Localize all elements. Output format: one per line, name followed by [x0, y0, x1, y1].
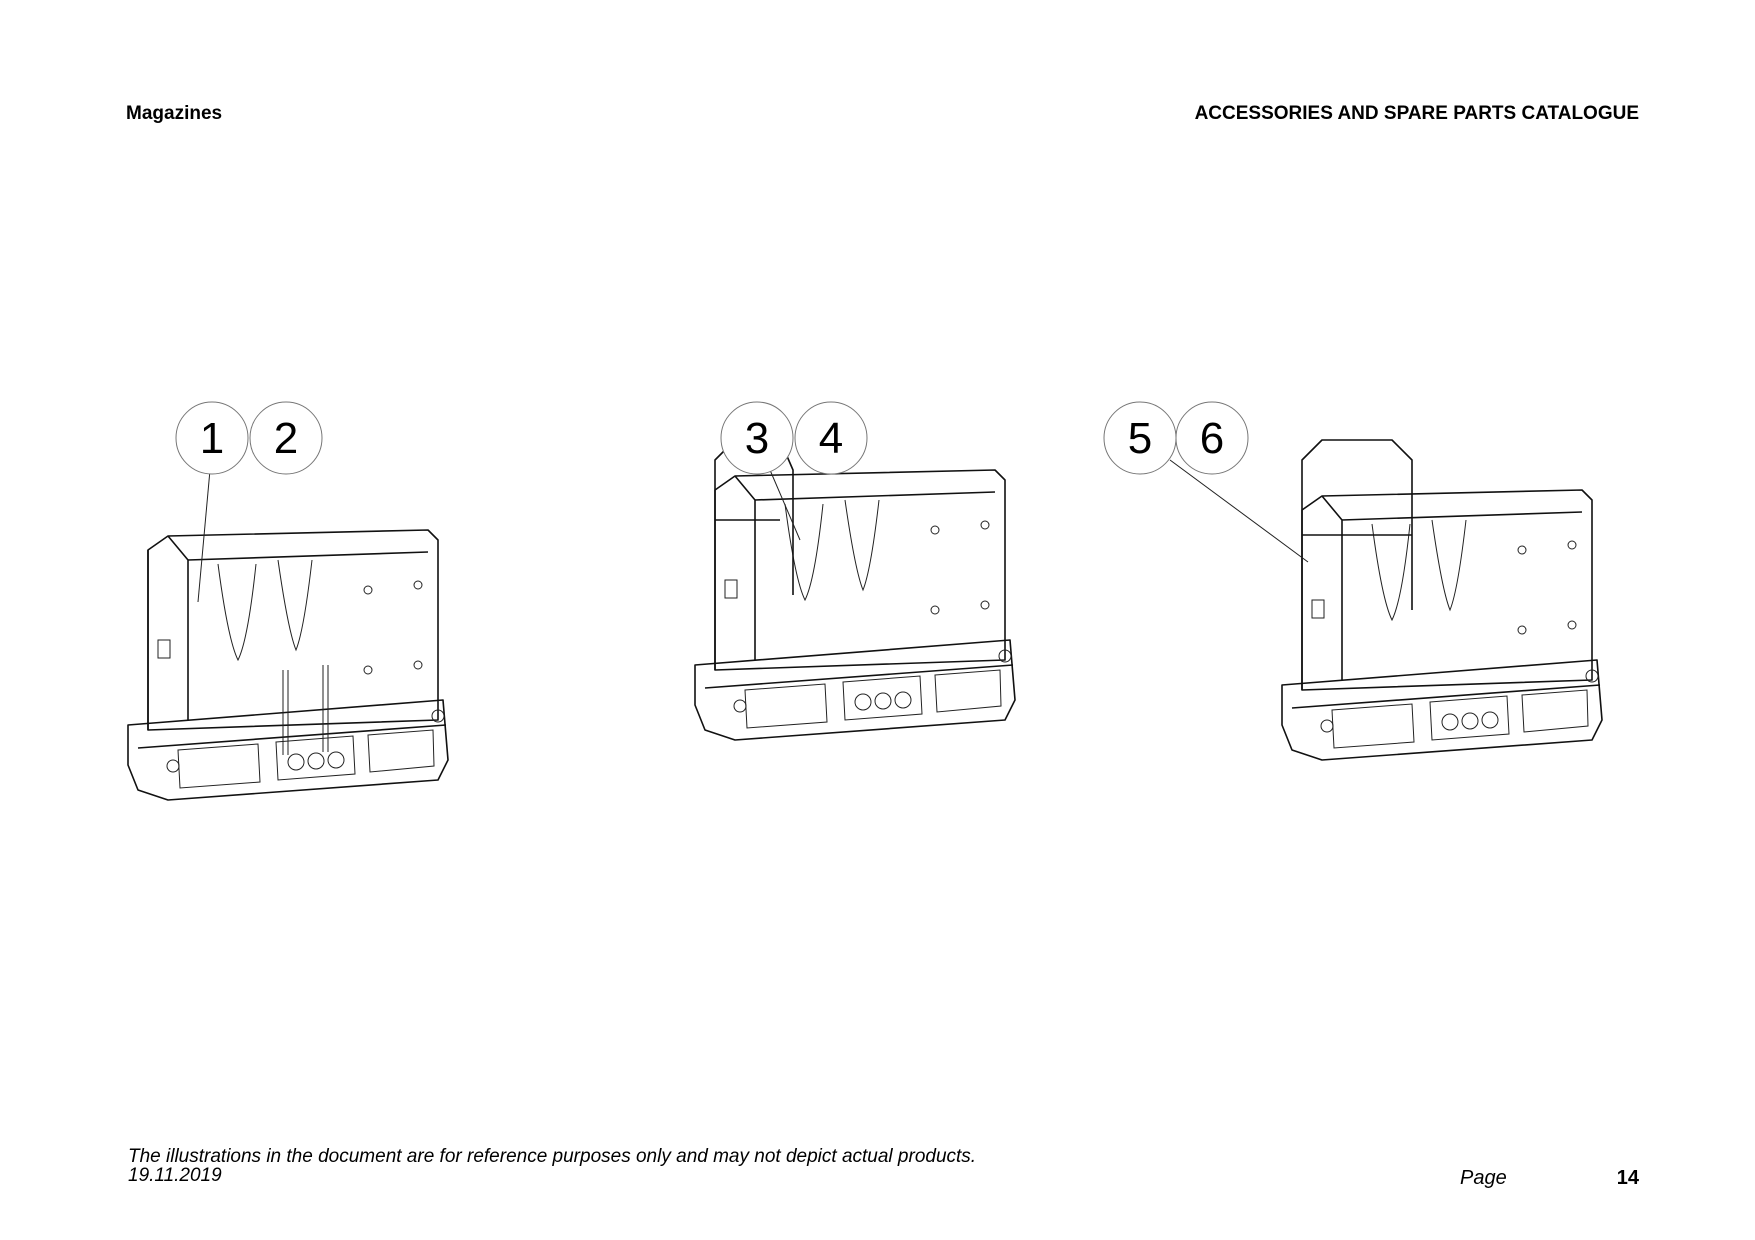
- callout-4: 4: [794, 401, 868, 475]
- callout-number: 5: [1128, 414, 1152, 463]
- callout-6: 6: [1175, 401, 1249, 475]
- callout-5: 5: [1103, 401, 1177, 475]
- callout-number: 3: [745, 414, 769, 463]
- callout-number: 6: [1200, 414, 1224, 463]
- date-text: 19.11.2019: [128, 1165, 222, 1186]
- catalogue-title: ACCESSORIES AND SPARE PARTS CATALOGUE: [1194, 103, 1639, 124]
- magazine-figure-3: [1281, 439, 1603, 761]
- page-label: Page: [1460, 1167, 1507, 1189]
- callout-1: 1: [175, 401, 249, 475]
- section-title: Magazines: [126, 103, 223, 124]
- callout-number: 2: [274, 414, 298, 463]
- page-number: 14: [1616, 1167, 1639, 1189]
- disclaimer-text: The illustrations in the document are fo…: [128, 1146, 977, 1167]
- callout-2: 2: [249, 401, 323, 475]
- callout-number: 4: [819, 414, 843, 463]
- callout-3: 3: [720, 401, 794, 475]
- callout-number: 1: [200, 414, 224, 463]
- magazine-figure-2: [694, 439, 1016, 741]
- magazine-figure-1: [127, 529, 449, 801]
